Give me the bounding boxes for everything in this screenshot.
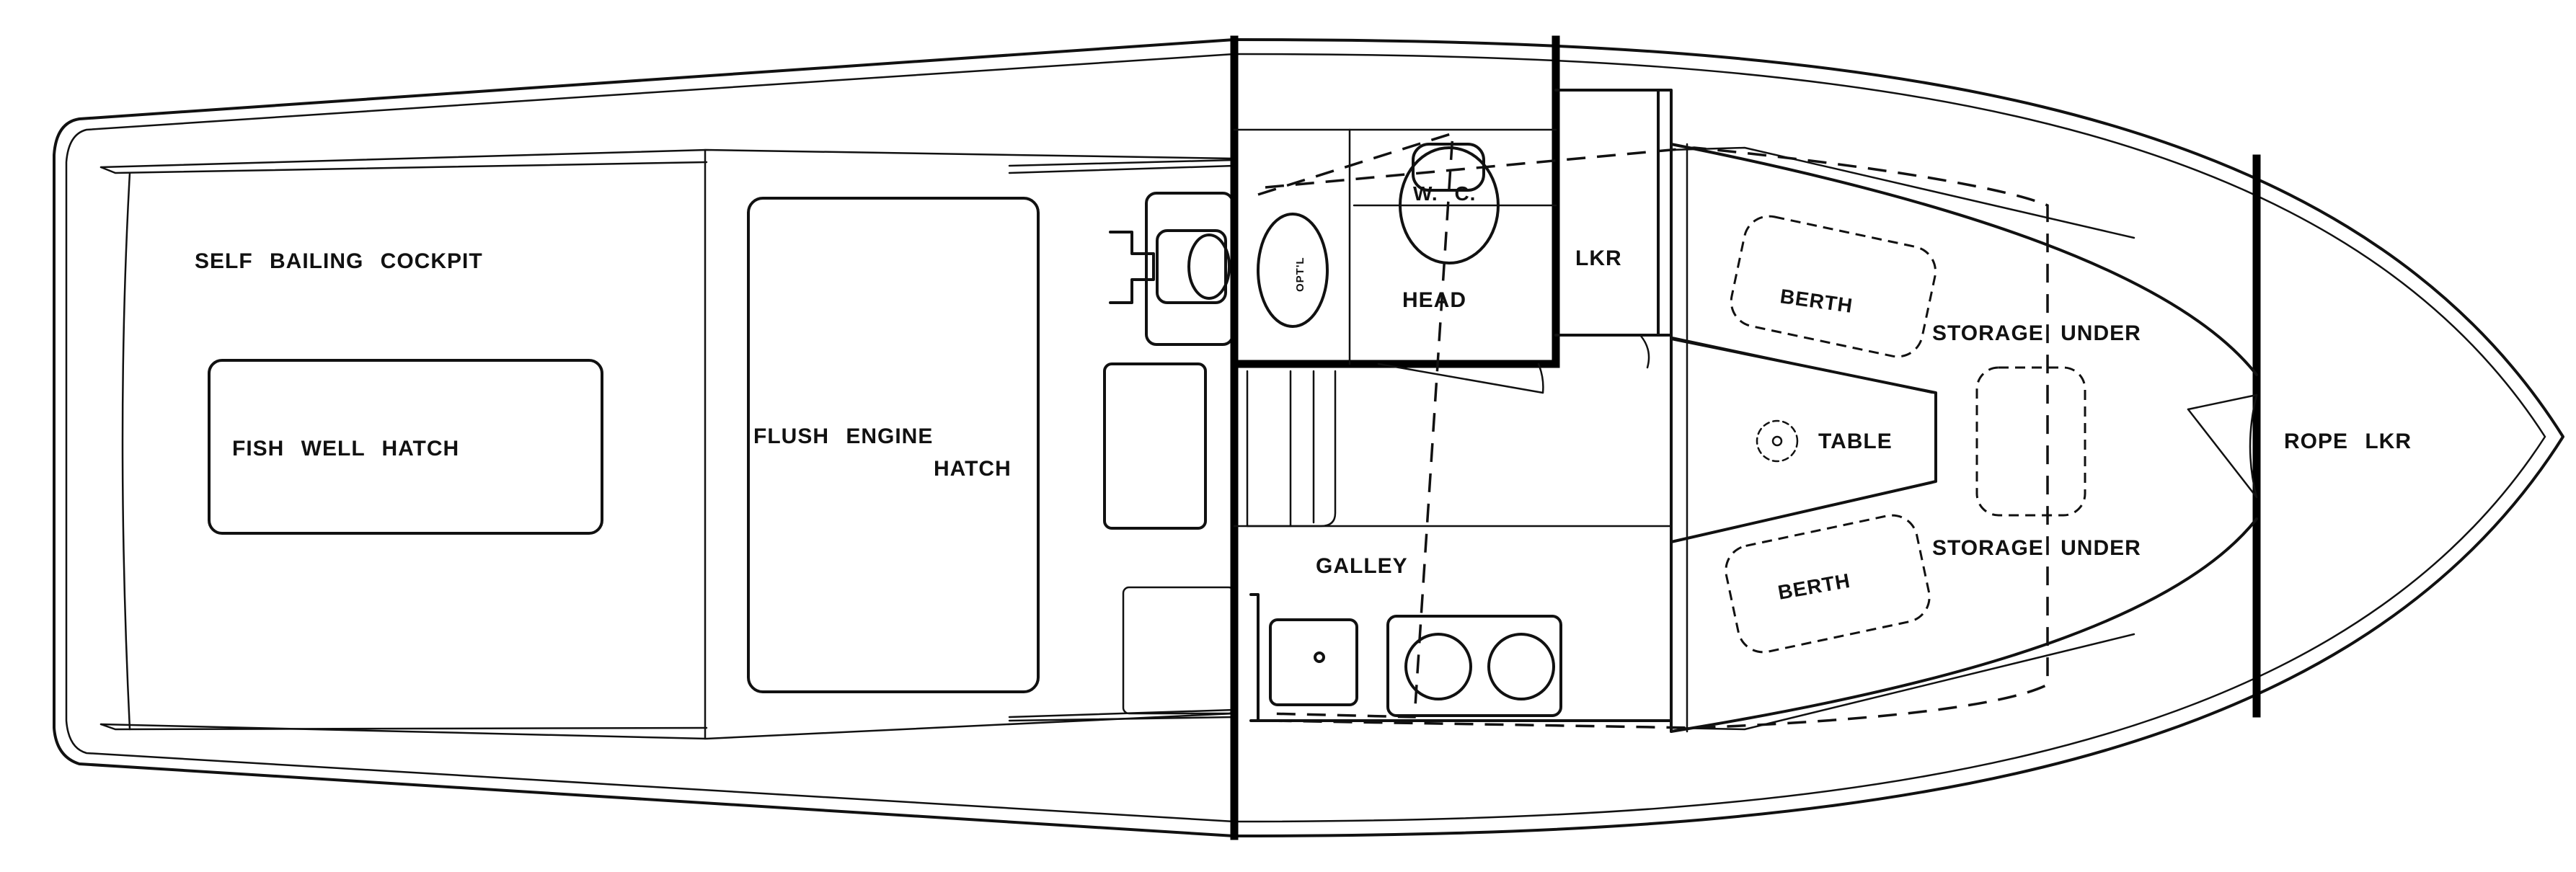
hull-outline: [53, 38, 2564, 837]
table-label: TABLE: [1818, 430, 1893, 453]
hatch-label: HATCH: [934, 457, 1012, 481]
fish-well-hatch: [208, 359, 603, 535]
fish-well-hatch-label: FISH WELL HATCH: [232, 437, 459, 461]
engine-outline-dashed: [1257, 131, 1454, 718]
berth-lower-label: BERTH: [1776, 569, 1852, 604]
storage-under-lower-label: STORAGE UNDER: [1932, 536, 2141, 560]
dinette-seat: [1246, 370, 1337, 528]
cockpit-bench: [1122, 586, 1236, 715]
galley-label: GALLEY: [1316, 554, 1408, 578]
optional-label: OPT'L: [1294, 257, 1306, 292]
head-door-swing: [1377, 362, 1544, 394]
rope-locker-label: ROPE LKR: [2284, 430, 2412, 453]
helm-console-lower: [1103, 362, 1207, 530]
optional-sink: [1257, 213, 1329, 328]
galley-stove: [1386, 615, 1562, 717]
storage-under-upper-label: STORAGE UNDER: [1932, 321, 2141, 345]
storage-outline: [1975, 366, 2086, 517]
flush-engine-hatch: [747, 197, 1040, 693]
galley-sink: [1269, 618, 1358, 706]
head-label: HEAD: [1402, 288, 1466, 312]
wc-label: W. C.: [1413, 182, 1476, 205]
cockpit-label: SELF BAILING COCKPIT: [195, 249, 483, 273]
berth-outline-upper: [1730, 215, 1937, 358]
berth-outline-lower: [1725, 514, 1931, 654]
flush-engine-label: FLUSH ENGINE: [753, 424, 933, 448]
cockpit-area: [99, 148, 1236, 740]
hull-interior-dashed: [1265, 146, 2049, 729]
table-pedestal: [1756, 419, 1799, 463]
helm-station: [1109, 192, 1234, 346]
v-berth: [1670, 143, 2258, 733]
berth-upper-label: BERTH: [1779, 285, 1854, 317]
rope-locker-door: [2187, 393, 2258, 499]
locker: [1554, 89, 1673, 369]
head-compartment: [1230, 35, 1560, 368]
locker-label: LKR: [1575, 246, 1622, 270]
